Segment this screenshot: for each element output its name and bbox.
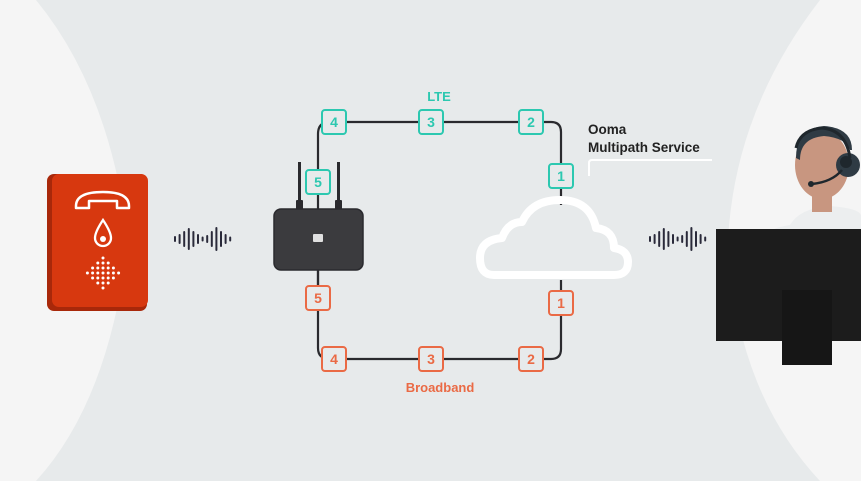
lte-hop-3: 3 [418, 109, 444, 135]
lte-hop-2: 2 [518, 109, 544, 135]
sound-wave-icon-left [174, 227, 232, 251]
call-center-agent-icon [770, 126, 861, 232]
emergency-call-button-icon [47, 174, 148, 311]
broadband-hop-2: 2 [518, 346, 544, 372]
lte-hop-1: 1 [548, 163, 574, 189]
sound-wave-icon-right [649, 227, 707, 251]
lte-hop-number: 2 [527, 114, 535, 130]
router-icon [273, 162, 364, 271]
lte-hop-5: 5 [305, 169, 331, 195]
lte-hop-number: 5 [314, 174, 322, 190]
lte-hop-4: 4 [321, 109, 347, 135]
broadband-path-line [316, 268, 563, 361]
broadband-hop-number: 1 [557, 295, 565, 311]
monitor-icon [716, 229, 861, 365]
broadband-hop-number: 5 [314, 290, 322, 306]
service-label-line2: Multipath Service [588, 140, 700, 155]
cloud-icon [476, 196, 632, 279]
broadband-hop-3: 3 [418, 346, 444, 372]
lte-hop-number: 1 [557, 168, 565, 184]
service-label-bracket [588, 159, 712, 176]
lte-label: LTE [427, 89, 451, 104]
broadband-hop-4: 4 [321, 346, 347, 372]
service-label-line1: Ooma [588, 122, 627, 137]
broadband-hop-1: 1 [548, 290, 574, 316]
broadband-hop-number: 3 [427, 351, 435, 367]
broadband-hop-number: 4 [330, 351, 338, 367]
lte-hop-number: 4 [330, 114, 338, 130]
broadband-label: Broadband [406, 380, 475, 395]
broadband-hop-5: 5 [305, 285, 331, 311]
lte-hop-number: 3 [427, 114, 435, 130]
broadband-hop-number: 2 [527, 351, 535, 367]
